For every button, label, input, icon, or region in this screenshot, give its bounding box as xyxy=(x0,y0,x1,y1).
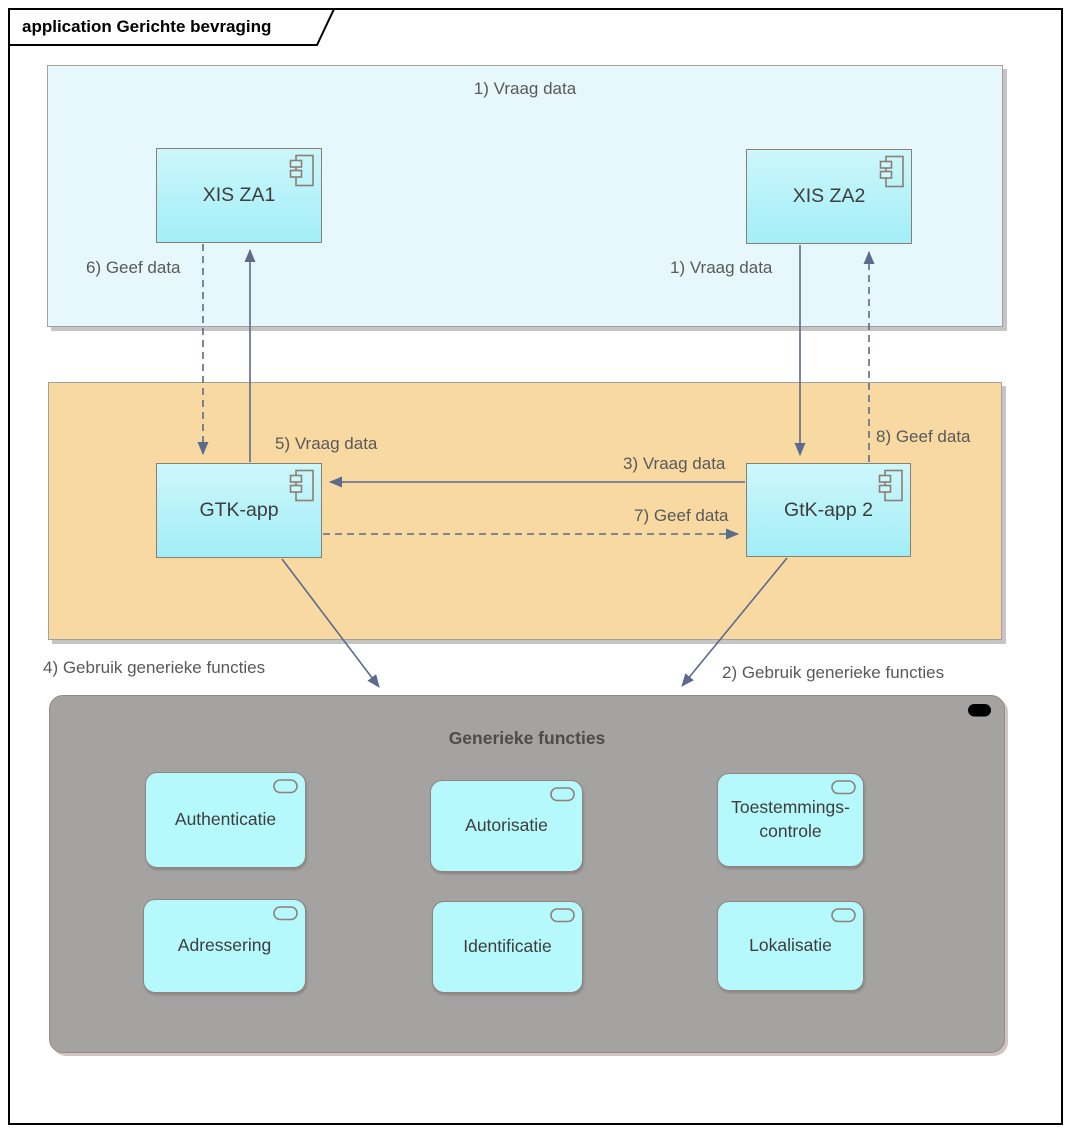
diagram-title-tab[interactable]: application Gerichte bevraging xyxy=(8,8,348,48)
component-icon xyxy=(878,469,903,502)
component-icon xyxy=(879,155,904,188)
diagram-title: application Gerichte bevraging xyxy=(22,17,272,36)
service-adressering[interactable]: Adressering xyxy=(143,899,306,993)
service-authenticatie-label: Authenticatie xyxy=(174,809,277,830)
service-lokalisatie[interactable]: Lokalisatie xyxy=(717,901,864,991)
component-xis-za1[interactable]: XIS ZA1 xyxy=(156,148,322,243)
service-toestemmingscontrole[interactable]: Toestemmings-controle xyxy=(717,773,864,867)
edge-label-vraag-data-3: 3) Vraag data xyxy=(623,454,726,473)
service-authenticatie[interactable]: Authenticatie xyxy=(145,772,306,868)
component-gtk-app[interactable]: GTK-app xyxy=(156,463,322,558)
component-icon xyxy=(289,154,314,187)
service-icon xyxy=(273,906,298,921)
service-autorisatie-label: Autorisatie xyxy=(465,815,548,836)
service-icon xyxy=(273,779,298,794)
service-autorisatie[interactable]: Autorisatie xyxy=(430,780,583,872)
component-gtk-app-label: GTK-app xyxy=(199,499,279,521)
edge-label-gebruik-generieke-functies-4: 4) Gebruik generieke functies xyxy=(43,658,266,677)
edge-label-gebruik-generieke-functies-2: 2) Gebruik generieke functies xyxy=(722,663,945,682)
edge-label-geef-data-8: 8) Geef data xyxy=(876,427,971,446)
service-icon xyxy=(968,704,991,717)
title-tab-shape xyxy=(8,8,336,46)
region-vraag-data-label: 1) Vraag data xyxy=(473,79,577,98)
service-icon xyxy=(831,780,856,795)
generieke-functies-title: Generieke functies xyxy=(448,728,606,748)
edge-label-geef-data-7: 7) Geef data xyxy=(634,506,729,525)
component-xis-za2[interactable]: XIS ZA2 xyxy=(746,149,912,244)
edge-label-geef-data-6: 6) Geef data xyxy=(86,258,181,277)
component-gtk-app-2[interactable]: GtK-app 2 xyxy=(746,463,911,557)
service-icon xyxy=(550,908,575,923)
service-icon xyxy=(831,908,856,923)
service-adressering-label: Adressering xyxy=(177,935,272,956)
service-identificatie-label: Identificatie xyxy=(463,936,552,957)
service-toestemmingscontrole-label: Toestemmings-controle xyxy=(731,797,850,841)
service-lokalisatie-label: Lokalisatie xyxy=(749,935,832,956)
edge-label-vraag-data-5: 5) Vraag data xyxy=(275,434,378,453)
service-icon xyxy=(550,787,575,802)
component-xis-za1-label: XIS ZA1 xyxy=(202,184,276,206)
component-xis-za2-label: XIS ZA2 xyxy=(792,185,866,207)
region-generieke-functies[interactable]: Generieke functies xyxy=(49,695,1005,1053)
edge-label-vraag-data-1: 1) Vraag data xyxy=(670,258,773,277)
service-identificatie[interactable]: Identificatie xyxy=(432,901,583,993)
component-gtk-app-2-label: GtK-app 2 xyxy=(784,498,873,521)
component-icon xyxy=(289,469,314,502)
